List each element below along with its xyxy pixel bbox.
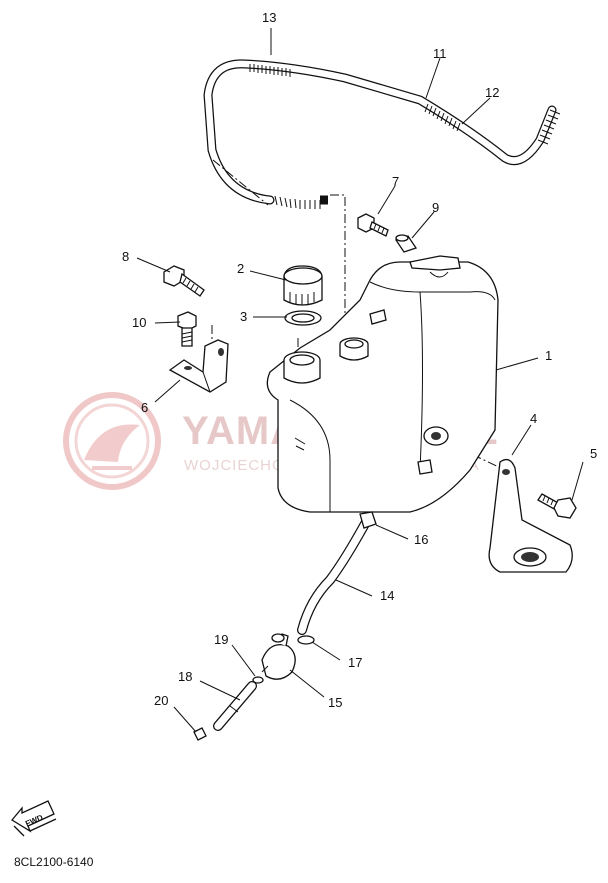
callout-labels: 1 2 3 4 5 6 7 8 9 10 11 12 13 14 15 16 1… <box>122 10 597 710</box>
stay-bracket <box>168 339 229 393</box>
callout-18: 18 <box>178 669 192 684</box>
gasket <box>284 310 322 326</box>
clip-20 <box>193 727 207 741</box>
callout-5: 5 <box>590 446 597 461</box>
mount-bracket <box>488 458 573 573</box>
callout-20: 20 <box>154 693 168 708</box>
bolt-8 <box>163 265 205 297</box>
callout-8: 8 <box>122 249 129 264</box>
collar <box>394 234 418 253</box>
callout-17: 17 <box>348 655 362 670</box>
callout-13: 13 <box>262 10 276 25</box>
filler-cap <box>283 265 323 306</box>
oil-tank <box>266 255 539 513</box>
hose-clamp <box>297 635 315 645</box>
leader-lines <box>136 28 584 733</box>
callout-16: 16 <box>414 532 428 547</box>
callout-4: 4 <box>530 411 537 426</box>
clip-19 <box>252 676 264 684</box>
breather-hose <box>203 59 561 209</box>
bolt-5 <box>537 493 577 519</box>
callout-9: 9 <box>432 200 439 215</box>
bolt-10 <box>177 311 197 347</box>
callout-12: 12 <box>485 85 499 100</box>
bolt-7 <box>357 213 389 237</box>
callout-14: 14 <box>380 588 394 603</box>
hose-18 <box>213 681 257 731</box>
callout-11: 11 <box>433 46 447 61</box>
callout-6: 6 <box>141 400 148 415</box>
callout-15: 15 <box>328 695 342 710</box>
inline-filter <box>261 633 296 680</box>
callout-1: 1 <box>545 348 552 363</box>
callout-2: 2 <box>237 261 244 276</box>
watermark-logo-icon <box>63 392 161 490</box>
callout-19: 19 <box>214 632 228 647</box>
oil-hose <box>297 511 377 635</box>
callout-7: 7 <box>392 174 399 189</box>
diagram-code: 8CL2100-6140 <box>14 855 94 869</box>
fwd-arrow-icon: FWD <box>11 800 57 837</box>
callout-10: 10 <box>132 315 146 330</box>
callout-3: 3 <box>240 309 247 324</box>
